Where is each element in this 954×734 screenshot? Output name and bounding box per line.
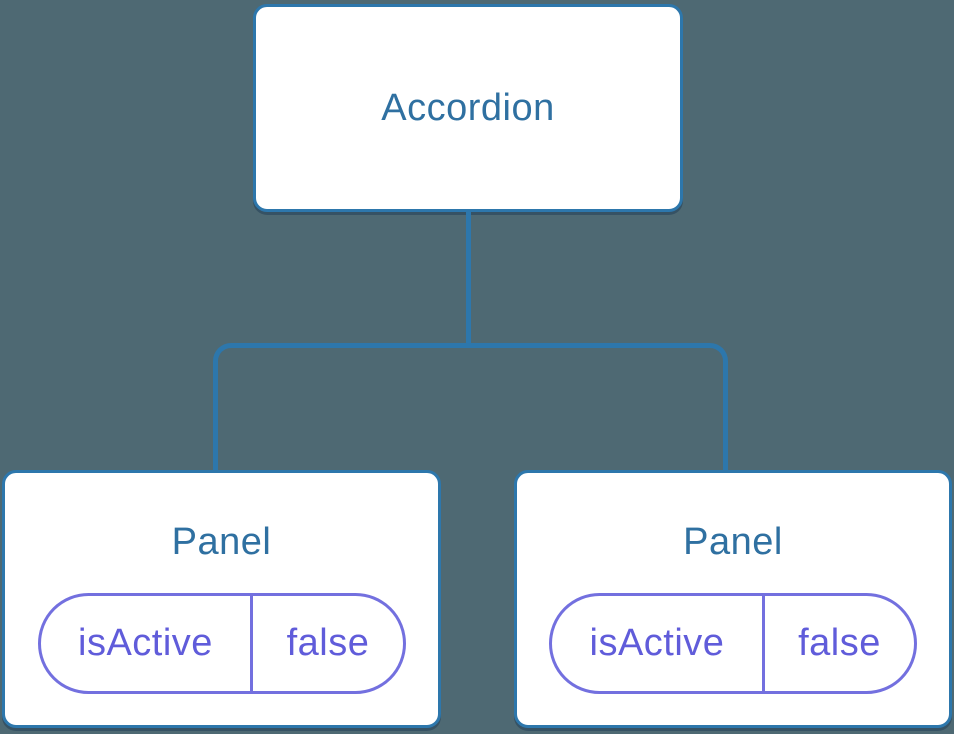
state-value: false — [286, 622, 370, 664]
panel-node-left: Panel isActive false — [2, 470, 441, 728]
panel-node-label: Panel — [683, 521, 783, 563]
panel-node-right: Panel isActive false — [514, 470, 952, 728]
accordion-node-label: Accordion — [381, 87, 555, 129]
accordion-node: Accordion — [253, 4, 683, 212]
state-pill: isActive false — [37, 593, 406, 694]
state-key: isActive — [552, 596, 765, 691]
state-pill: isActive false — [549, 593, 917, 694]
state-value: false — [798, 622, 881, 664]
tree-connector-bracket — [213, 343, 728, 470]
tree-connector-stem — [466, 211, 471, 345]
panel-node-label: Panel — [171, 521, 272, 563]
state-key: isActive — [41, 596, 254, 691]
